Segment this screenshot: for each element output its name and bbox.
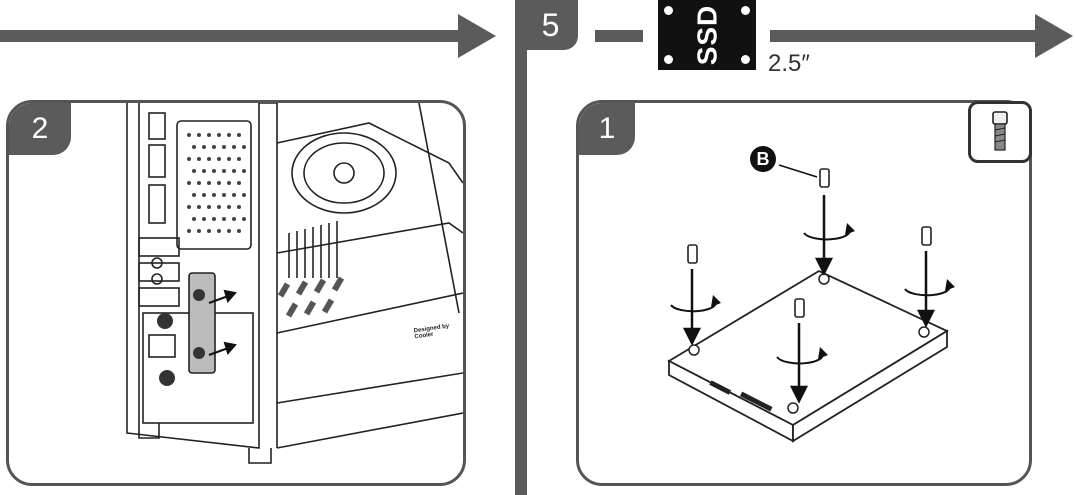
ssd-screw-panel: 1 <box>576 100 1032 486</box>
panel-badge-1: 1 <box>579 103 635 155</box>
step-arrow-bar-left <box>595 30 643 42</box>
previous-step-arrow-bar <box>0 30 470 42</box>
case-rear-panel: Designed by Cooler 2 <box>6 100 466 486</box>
screw-reference-box <box>968 101 1032 163</box>
drive-size-label: 2.5″ <box>768 50 810 77</box>
previous-step-arrow-head <box>458 14 496 58</box>
step-divider <box>515 0 527 495</box>
step-number: 5 <box>523 0 578 50</box>
case-rear-illustration <box>126 103 463 464</box>
screw-icon <box>992 111 1008 151</box>
panel-badge-2: 2 <box>9 103 71 155</box>
step-arrow-bar-right <box>770 30 1045 42</box>
callout-letter-b: B <box>750 146 776 172</box>
step-arrow-head <box>1035 14 1073 58</box>
ssd-illustration <box>667 164 955 443</box>
ssd-icon: SSD <box>658 0 756 70</box>
ssd-icon-label: SSD <box>690 4 722 66</box>
